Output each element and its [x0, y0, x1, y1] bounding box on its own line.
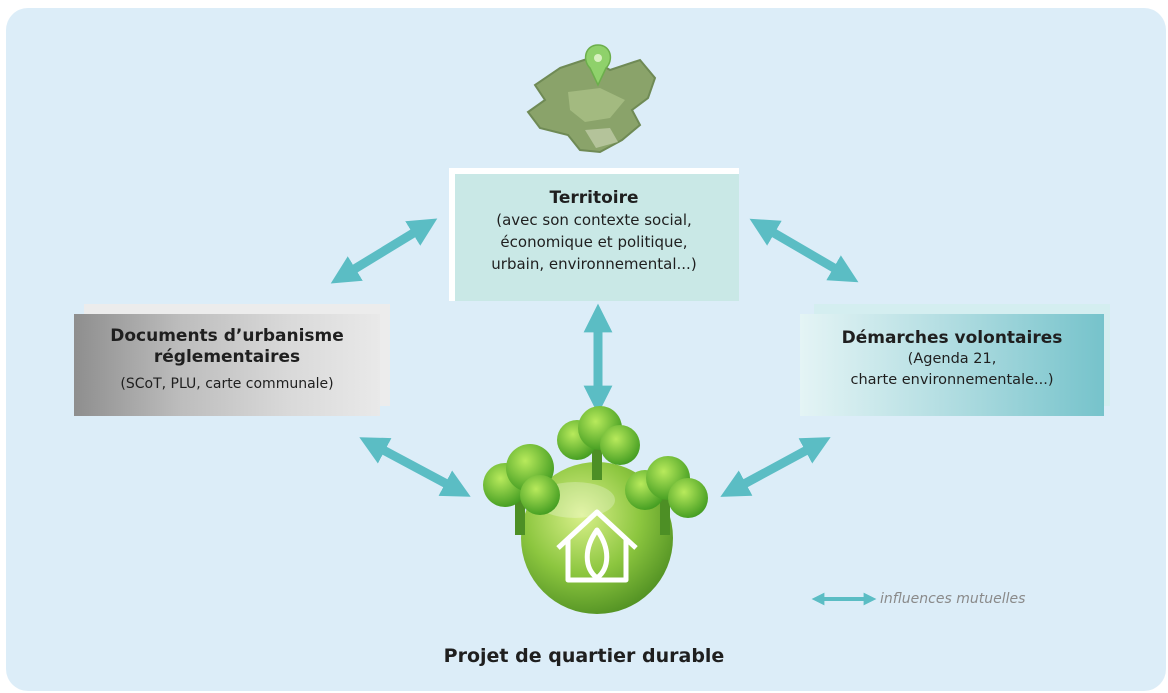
demarches-title: Démarches volontaires: [841, 328, 1063, 348]
territoire-line: économique et politique,: [500, 233, 688, 251]
demarches-box: Démarches volontaires (Agenda 21, charte…: [800, 314, 1104, 416]
arrows: [330, 218, 859, 497]
arrow-documents-projet: [359, 437, 471, 497]
documents-subtitle: (SCoT, PLU, carte communale): [120, 376, 334, 392]
arrow-territoire-documents: [330, 218, 438, 284]
house-leaf-icon: [556, 509, 638, 583]
documents-title-line: Documents d’urbanisme: [110, 326, 344, 346]
legend-label: influences mutuelles: [880, 591, 1026, 607]
arrow-territoire-demarches: [749, 218, 859, 283]
territoire-title: Territoire: [549, 188, 639, 208]
territoire-line: (avec son contexte social,: [496, 211, 692, 229]
territoire-box: Territoire (avec son contexte social, éc…: [449, 168, 739, 301]
legend: influences mutuelles: [814, 588, 1025, 610]
tree-icon: [557, 406, 640, 480]
tree-icon: [625, 456, 708, 535]
demarches-line: charte environnementale...): [850, 372, 1054, 388]
territoire-line: urbain, environnemental...): [491, 255, 697, 273]
tree-icon: [483, 444, 560, 535]
documents-box: Documents d’urbanisme réglementaires (SC…: [74, 314, 380, 416]
documents-title-line: réglementaires: [153, 347, 301, 367]
territory-map-icon: [526, 44, 657, 154]
demarches-line: (Agenda 21,: [907, 351, 997, 367]
arrow-demarches-projet: [720, 437, 831, 497]
sustainable-project-icon: [483, 406, 708, 614]
project-title: Projet de quartier durable: [443, 645, 725, 667]
